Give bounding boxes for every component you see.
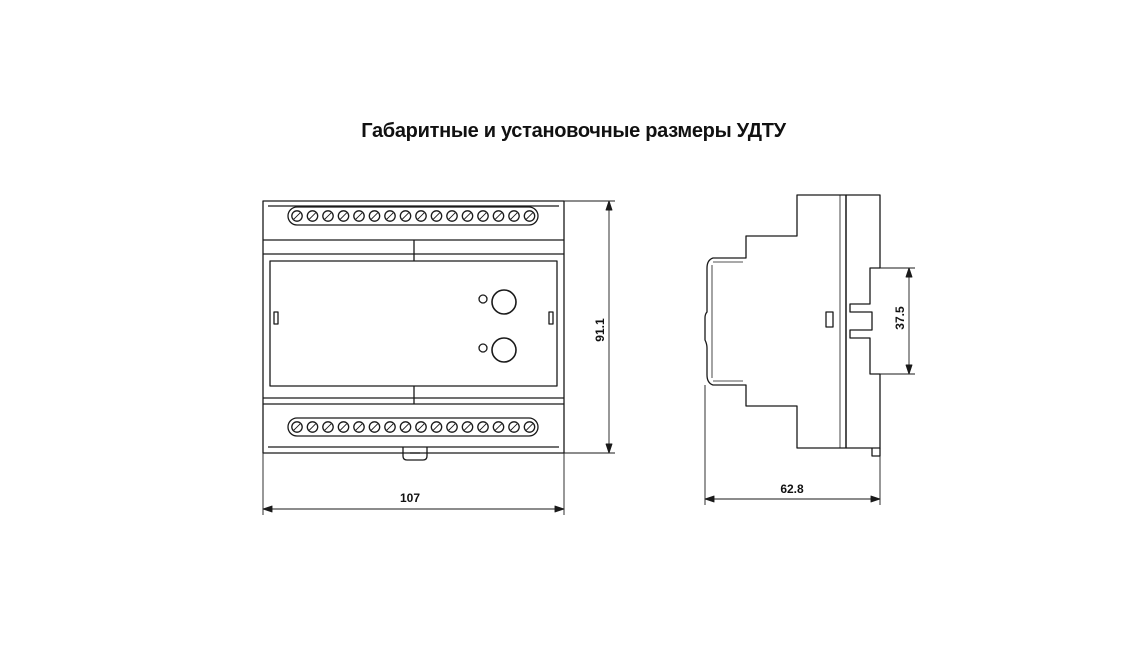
front-view xyxy=(262,200,565,461)
top-terminal-screw-slot xyxy=(324,212,332,220)
bottom-terminal-screw-slot xyxy=(401,423,410,431)
top-terminal-strip xyxy=(287,206,539,226)
top-terminal-screw xyxy=(492,210,505,222)
top-terminal-screw xyxy=(306,210,319,222)
front-body-outline xyxy=(262,200,565,454)
diagram-title: Габаритные и установочные размеры УДТУ xyxy=(361,120,786,142)
top-terminal-screw xyxy=(368,210,381,222)
top-terminal-screw-slot xyxy=(479,212,487,220)
top-terminal-screw xyxy=(337,210,350,222)
bottom-terminals xyxy=(291,421,536,433)
top-terminal-screw xyxy=(508,210,520,222)
dimension-depth-label: 62.8 xyxy=(780,482,804,496)
side-dimensions xyxy=(704,267,915,505)
top-terminal-screw xyxy=(461,210,474,222)
top-terminal-screw xyxy=(415,210,427,222)
bottom-terminal-screw xyxy=(368,421,381,433)
bottom-terminal-screw-slot xyxy=(308,423,317,431)
bottom-terminal-screw xyxy=(461,421,474,433)
bottom-terminal-screw-slot xyxy=(448,423,456,431)
bottom-terminal-screw xyxy=(492,421,505,433)
bottom-terminal-screw xyxy=(353,421,365,433)
bottom-terminal-screw xyxy=(322,421,334,433)
top-terminal-screw-slot xyxy=(370,212,379,220)
top-terminal-screw xyxy=(384,210,396,222)
dimension-width-label: 107 xyxy=(400,491,420,505)
top-terminal-screw-slot xyxy=(510,212,518,220)
bottom-terminal-screw-slot xyxy=(370,423,379,431)
bottom-terminal-screw-slot xyxy=(324,423,332,431)
bottom-terminal-screw xyxy=(446,421,458,433)
top-terminal-screw-slot xyxy=(339,212,348,220)
bottom-terminal-screw xyxy=(430,421,443,433)
side-body-outline xyxy=(704,194,847,449)
din-clip xyxy=(402,447,428,461)
top-terminal-screw xyxy=(446,210,458,222)
bottom-terminal-screw-slot xyxy=(293,423,301,431)
bottom-terminal-screw xyxy=(415,421,427,433)
bottom-terminal-screw-slot xyxy=(494,423,503,431)
side-din-section xyxy=(846,194,881,449)
led-bottom xyxy=(478,343,488,353)
top-terminals xyxy=(291,210,536,222)
bottom-terminal-screw xyxy=(523,421,536,433)
top-terminal-screw-slot xyxy=(494,212,503,220)
top-terminal-screw-slot xyxy=(308,212,317,220)
top-terminal-screw-slot xyxy=(525,212,534,220)
side-view xyxy=(704,194,881,457)
bottom-terminal-screw xyxy=(399,421,412,433)
dimension-rail-label: 37.5 xyxy=(893,306,907,330)
bottom-terminal-screw xyxy=(477,421,489,433)
button-bottom xyxy=(491,337,517,363)
top-terminal-screw-slot xyxy=(432,212,441,220)
top-terminal-screw xyxy=(353,210,365,222)
top-terminal-screw xyxy=(523,210,536,222)
bottom-terminal-screw-slot xyxy=(339,423,348,431)
bottom-terminal-screw-slot xyxy=(463,423,472,431)
top-terminal-screw-slot xyxy=(293,212,301,220)
bottom-terminal-screw-slot xyxy=(432,423,441,431)
bottom-terminal-screw xyxy=(508,421,520,433)
led-top xyxy=(478,294,488,304)
bottom-terminal-screw xyxy=(337,421,350,433)
top-terminal-screw xyxy=(399,210,412,222)
top-terminal-screw-slot xyxy=(386,212,394,220)
top-terminal-screw xyxy=(477,210,489,222)
bottom-terminal-screw xyxy=(384,421,396,433)
front-panel xyxy=(269,260,558,387)
top-terminal-screw-slot xyxy=(417,212,425,220)
bottom-terminal-screw xyxy=(291,421,303,433)
top-terminal-screw-slot xyxy=(463,212,472,220)
button-top xyxy=(491,289,517,315)
top-terminal-screw-slot xyxy=(448,212,456,220)
top-terminal-screw-slot xyxy=(355,212,363,220)
top-terminal-screw-slot xyxy=(401,212,410,220)
dimension-height-label: 91.1 xyxy=(593,318,607,342)
bottom-terminal-strip xyxy=(287,417,539,437)
bottom-terminal-screw-slot xyxy=(525,423,534,431)
top-terminal-screw xyxy=(291,210,303,222)
front-dimensions xyxy=(262,200,615,515)
bottom-terminal-screw-slot xyxy=(417,423,425,431)
bottom-terminal-screw-slot xyxy=(510,423,518,431)
top-terminal-screw xyxy=(430,210,443,222)
bottom-terminal-screw-slot xyxy=(355,423,363,431)
bottom-terminal-screw xyxy=(306,421,319,433)
bottom-terminal-screw-slot xyxy=(386,423,394,431)
bottom-terminal-screw-slot xyxy=(479,423,487,431)
top-terminal-screw xyxy=(322,210,334,222)
